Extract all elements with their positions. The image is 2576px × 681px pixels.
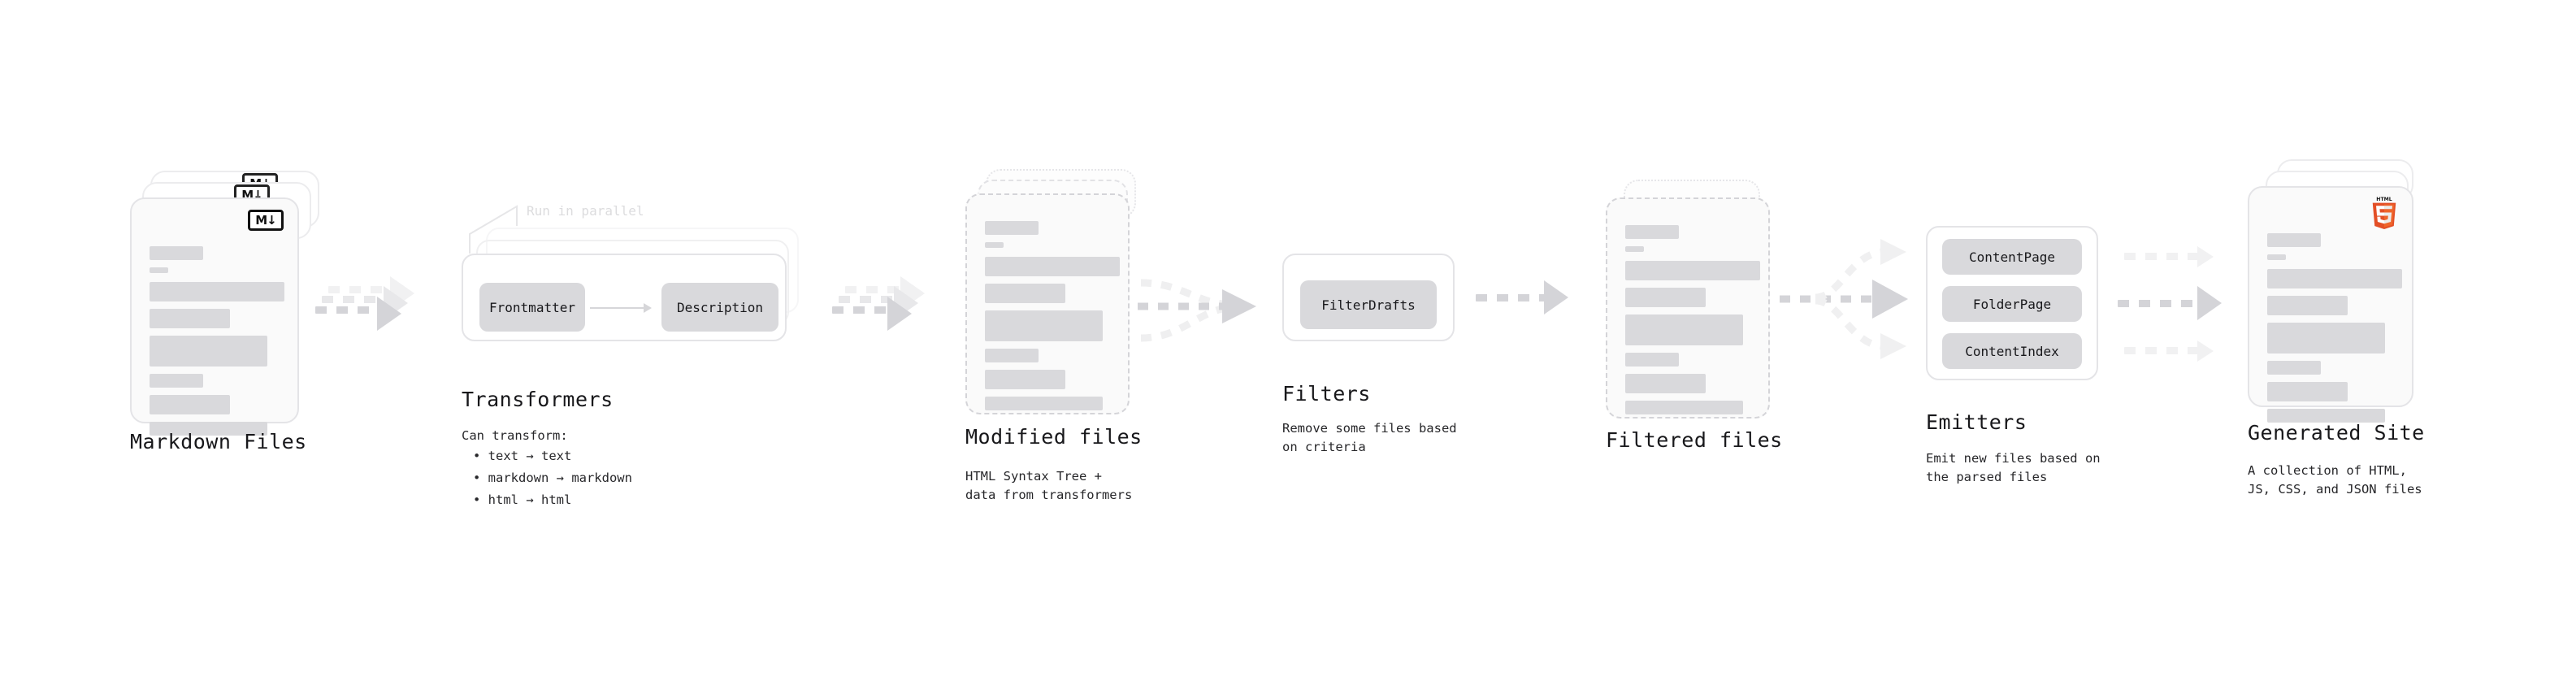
arrow-1-line (315, 306, 379, 314)
transformer-main-arrow (590, 303, 652, 313)
transformers-subtitle-head: Can transform: (462, 428, 568, 443)
transformers-bullet-1: • markdown → markdown (473, 471, 632, 485)
arrow-6-head-bot (2197, 340, 2214, 362)
filtered-files-title: Filtered files (1606, 428, 1783, 452)
arrow-4-head (1544, 280, 1568, 314)
arrow-2-line-2 (839, 296, 896, 303)
arrow-6-line-mid (2118, 300, 2199, 307)
arrow-5-split (1780, 239, 1908, 359)
arrow-1-head (377, 297, 401, 331)
transformer-node-frontmatter[interactable]: Frontmatter (479, 283, 585, 332)
markdown-icon: M↓ (248, 210, 284, 231)
emitters-subtitle-0: Emit new files based on (1926, 451, 2101, 466)
filters-subtitle-1: on criteria (1282, 440, 1366, 454)
emitter-node-contentindex[interactable]: ContentIndex (1942, 333, 2082, 369)
filters-subtitle-0: Remove some files based (1282, 421, 1457, 436)
html5-icon: HTML (2372, 197, 2396, 229)
arrow-2-line (832, 306, 889, 314)
generated-site-card: HTML (2248, 186, 2413, 423)
arrow-6-head-top (2197, 246, 2214, 267)
transformers-title: Transformers (462, 388, 614, 411)
arrow-6-line-bot (2124, 347, 2199, 354)
modified-file-content (985, 221, 1120, 418)
emitter-node-contentpage[interactable]: ContentPage (1942, 239, 2082, 275)
run-in-parallel-label: Run in parallel (527, 203, 644, 219)
generated-site-content (2267, 233, 2402, 430)
modified-files-subtitle-1: data from transformers (965, 488, 1133, 502)
emitters-subtitle-1: the parsed files (1926, 470, 2048, 484)
arrow-1-line-2 (322, 296, 385, 303)
filtered-file-content (1625, 225, 1760, 422)
modified-files-title: Modified files (965, 425, 1143, 449)
modified-files-subtitle-0: HTML Syntax Tree + (965, 469, 1102, 484)
emitters-title: Emitters (1926, 410, 2027, 434)
filters-title: Filters (1282, 382, 1371, 406)
generated-site-subtitle-1: JS, CSS, and JSON files (2248, 482, 2422, 497)
generated-site-subtitle-0: A collection of HTML, (2248, 463, 2407, 478)
markdown-file-content (150, 246, 284, 443)
run-in-parallel-bracket (469, 205, 518, 254)
generated-site-title: Generated Site (2248, 421, 2425, 445)
transformer-node-description[interactable]: Description (661, 283, 778, 332)
arrow-4-line (1476, 294, 1546, 301)
filtered-file-card (1606, 197, 1770, 419)
modified-file-card (965, 193, 1130, 414)
arrow-2-head (887, 297, 912, 331)
markdown-file-card: M↓ (130, 197, 299, 436)
emitter-node-folderpage[interactable]: FolderPage (1942, 286, 2082, 322)
transformers-bullet-2: • html → html (473, 492, 572, 507)
arrow-6-line-top (2124, 253, 2199, 260)
arrow-3-merge (1138, 279, 1256, 342)
transformers-bullet-0: • text → text (473, 449, 572, 463)
arrow-2-line-3 (845, 286, 902, 293)
arrow-1-line-3 (328, 286, 392, 293)
arrow-6-head-mid (2197, 286, 2222, 320)
markdown-files-title: Markdown Files (130, 430, 307, 453)
filter-node-filterdrafts[interactable]: FilterDrafts (1300, 280, 1437, 329)
svg-text:HTML: HTML (2376, 197, 2392, 202)
